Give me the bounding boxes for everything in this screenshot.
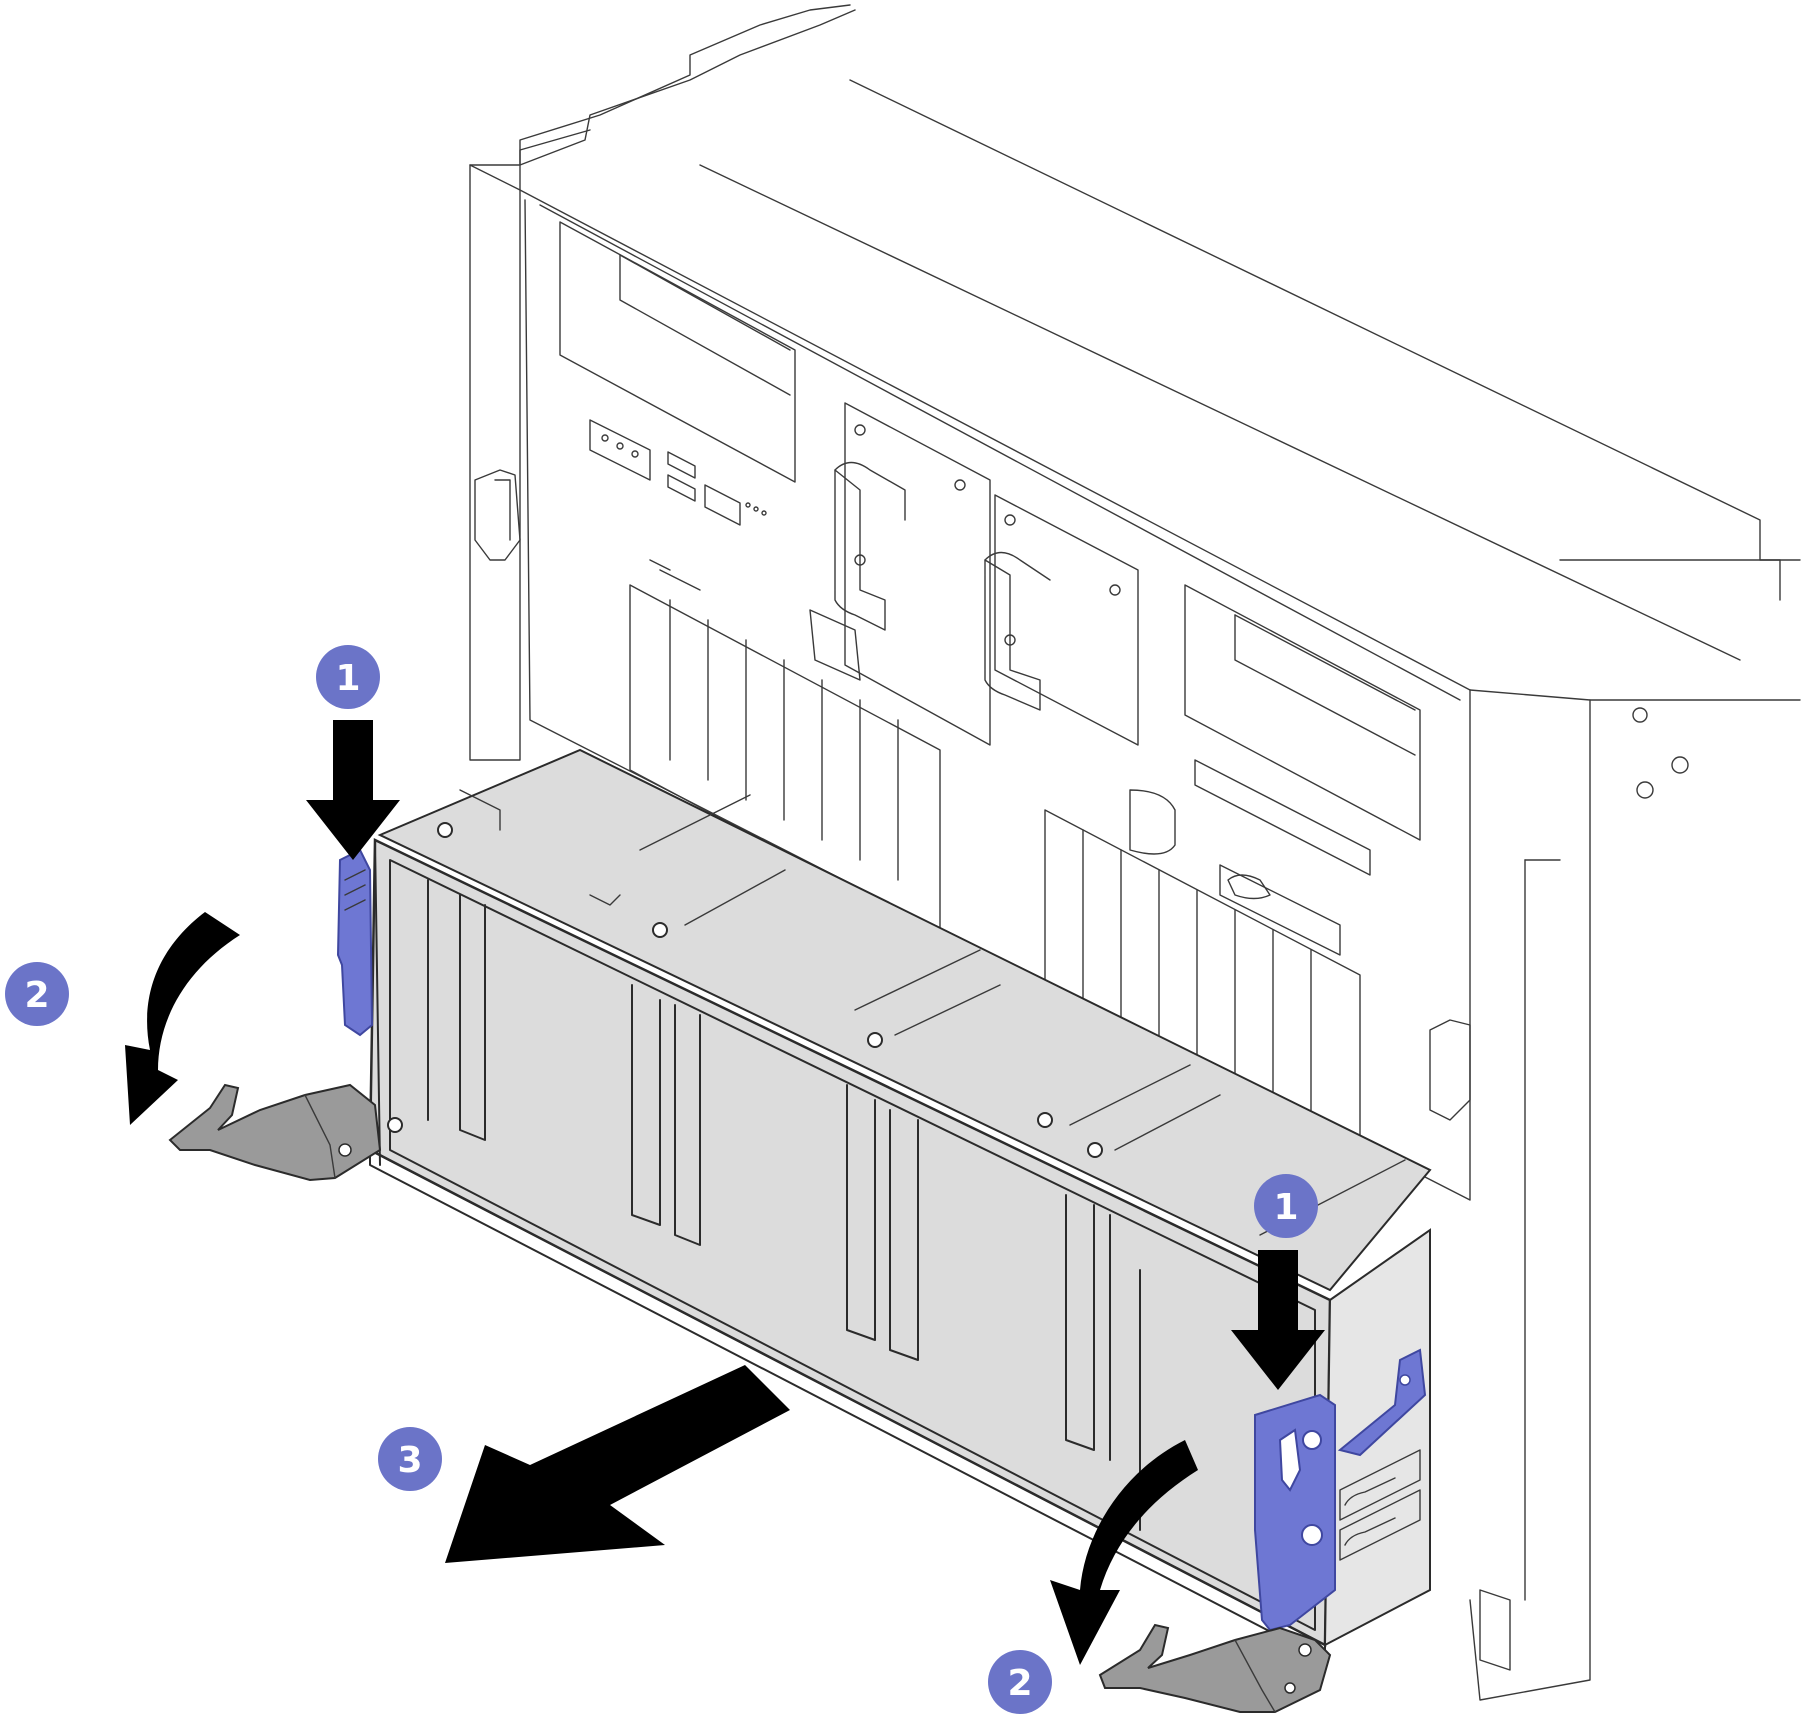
callout-pull-out: 3 [378,1427,442,1491]
right-rotate-arrow [1050,1440,1198,1665]
right-press-arrow [1231,1250,1325,1390]
left-release-latch [336,848,374,1037]
arrow-down-icon [306,720,400,860]
callout-badge [1254,1174,1318,1238]
callout-right-rotate: 2 [988,1650,1052,1714]
cage-screws [387,822,1103,1158]
curved-arrow-icon [125,912,240,1125]
callout-number: 2 [24,975,49,1016]
io-ports [589,419,767,526]
callout-number: 1 [1273,1187,1298,1228]
pull-out-arrow [445,1365,790,1563]
callout-number: 1 [335,658,360,699]
callout-right-press: 1 [1254,1174,1318,1238]
curved-arrow-icon [1050,1440,1198,1665]
callout-badge [988,1650,1052,1714]
psu-right [984,494,1139,746]
arrow-down-icon [1231,1250,1325,1390]
callout-number: 2 [1007,1663,1032,1704]
psu-left [809,402,991,746]
left-handle-bracket [168,1083,382,1182]
left-press-arrow [306,720,400,860]
callout-badge [316,645,380,709]
arrow-left-down-icon [445,1365,790,1563]
callout-badge [378,1427,442,1491]
callout-badge [5,962,69,1026]
right-handle-bracket [1098,1623,1332,1713]
callout-number: 3 [397,1440,422,1481]
right-release-latch [1254,1348,1427,1632]
left-rotate-arrow [125,912,240,1125]
callout-left-press: 1 [316,645,380,709]
callout-left-rotate: 2 [5,962,69,1026]
